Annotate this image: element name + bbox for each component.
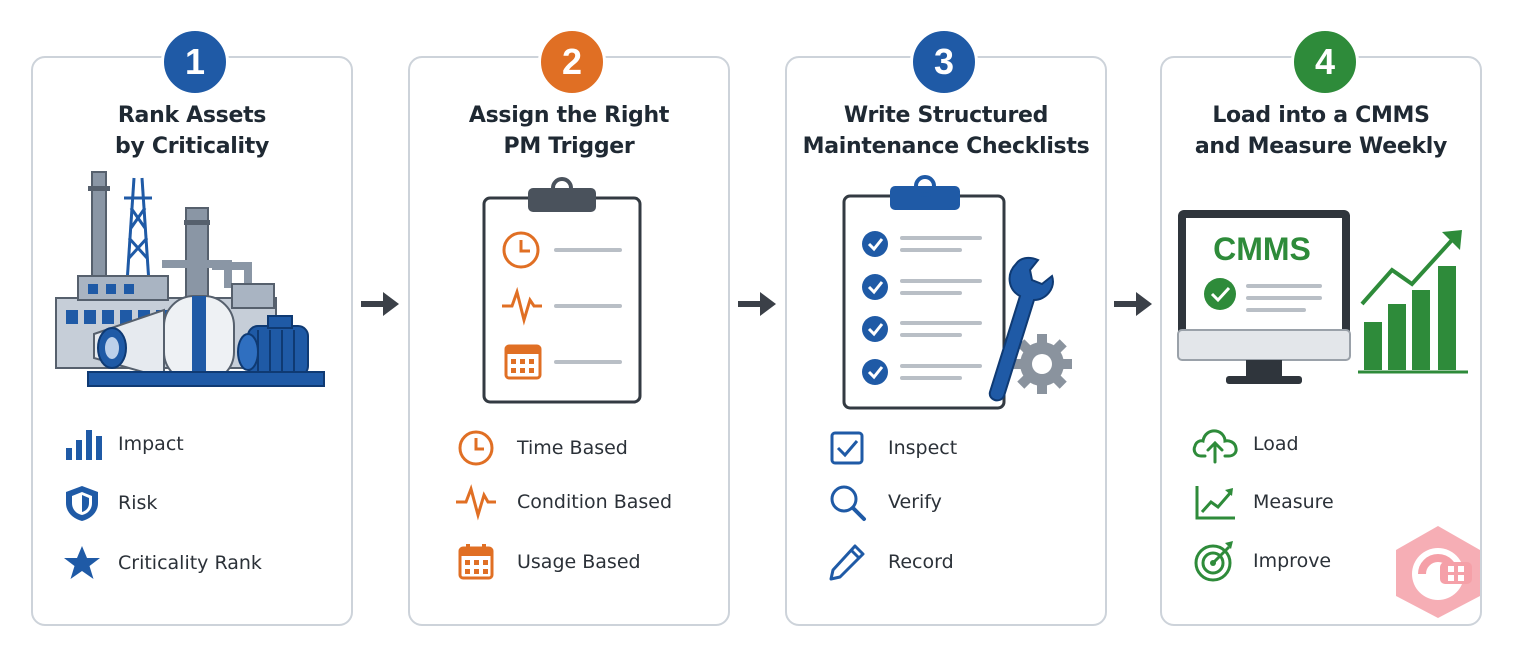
step-2-item-time-based: Time Based: [452, 428, 628, 468]
item-label: Criticality Rank: [118, 552, 262, 574]
step-1-item-risk: Risk: [58, 483, 157, 523]
step-title-3-line-2: Maintenance Checklists: [802, 134, 1090, 159]
item-label: Condition Based: [517, 491, 673, 513]
step-title-2-line-1: Assign the Right: [468, 103, 670, 128]
magnifier-icon: [830, 485, 866, 521]
arrow-right-icon: [1114, 292, 1152, 316]
trend-chart-icon: [1195, 486, 1235, 520]
checklist-wrench-illustration: [842, 175, 1072, 410]
step-number-badge-2: 2: [538, 28, 606, 96]
step-number-badge-4: 4: [1291, 28, 1359, 96]
item-label: Measure: [1253, 491, 1334, 513]
item-label: Record: [888, 551, 954, 573]
arrow-right-icon: [361, 292, 399, 316]
step-4-item-improve: Improve: [1191, 541, 1332, 582]
item-label: Risk: [118, 492, 158, 514]
step-4-item-measure: Measure: [1191, 482, 1334, 522]
checkbox-icon: [830, 431, 864, 465]
item-label: Load: [1253, 433, 1299, 455]
step-2-item-usage-based: Usage Based: [452, 542, 641, 582]
step-title-4-line-2: and Measure Weekly: [1194, 134, 1448, 159]
step-title-1-line-2: by Criticality: [115, 134, 269, 159]
clock-icon: [458, 430, 494, 466]
step-title-2: Assign the Right PM Trigger: [408, 100, 730, 162]
item-label: Improve: [1253, 550, 1332, 572]
shield-icon: [66, 486, 98, 521]
step-title-3: Write Structured Maintenance Checklists: [785, 100, 1107, 162]
clipboard-trigger-illustration: [482, 177, 642, 404]
growth-bar-chart-illustration: [1358, 230, 1468, 374]
step-title-3-line-1: Write Structured: [843, 103, 1049, 128]
step-3-item-inspect: Inspect: [823, 428, 957, 468]
item-label: Usage Based: [517, 551, 641, 573]
industrial-plant-illustration: [55, 171, 325, 387]
calendar-icon: [458, 544, 494, 580]
step-title-1-line-1: Rank Assets: [117, 103, 267, 128]
cmms-monitor-illustration: CMMS: [1177, 210, 1351, 384]
step-1-item-impact: Impact: [58, 424, 184, 464]
cloud-upload-icon: [1192, 429, 1238, 464]
arrow-right-icon: [738, 292, 776, 316]
step-4-item-load: Load: [1191, 424, 1299, 464]
item-label: Inspect: [888, 437, 958, 459]
step-number-badge-1: 1: [161, 28, 229, 96]
item-label: Impact: [118, 433, 184, 455]
cmms-screen-text: CMMS: [1213, 231, 1311, 267]
step-title-4: Load into a CMMS and Measure Weekly: [1160, 100, 1482, 162]
pencil-icon: [829, 544, 865, 581]
item-label: Verify: [888, 491, 942, 513]
step-title-4-line-1: Load into a CMMS: [1212, 103, 1430, 128]
step-3-item-record: Record: [823, 542, 954, 582]
pulse-icon: [456, 484, 496, 521]
watermark-logo-icon: [1396, 526, 1480, 618]
step-3-item-verify: Verify: [823, 482, 942, 522]
item-label: Time Based: [517, 437, 628, 459]
step-1-item-criticality-rank: Criticality Rank: [58, 543, 262, 583]
bar-chart-icon: [66, 430, 102, 460]
step-title-2-line-2: PM Trigger: [503, 134, 635, 159]
step-2-item-condition-based: Condition Based: [452, 482, 672, 522]
star-icon: [64, 546, 100, 579]
target-icon: [1194, 541, 1233, 582]
step-title-1: Rank Assets by Criticality: [31, 100, 353, 162]
step-number-badge-3: 3: [910, 28, 978, 96]
